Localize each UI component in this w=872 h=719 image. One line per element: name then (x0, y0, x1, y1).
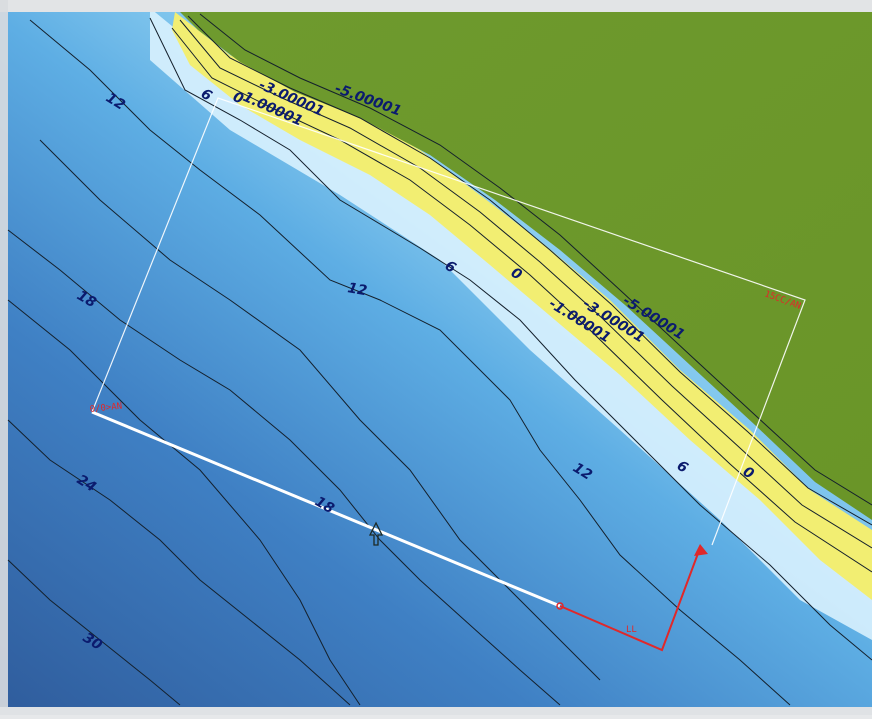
contour-30 (7, 559, 181, 706)
domain-boundary (91, 97, 806, 546)
contour-label-12: 12 (346, 280, 368, 299)
land-area (180, 12, 872, 520)
beach-band (172, 12, 872, 600)
contour-12 (29, 19, 791, 706)
contour-extra-a (39, 139, 601, 681)
contour-24 (7, 419, 351, 706)
domain-base-line (91, 410, 561, 608)
north-arrow-icon (368, 521, 384, 546)
axis-arrowhead (694, 544, 708, 556)
axis-branch (661, 574, 691, 651)
origin-label: 0/0>AN (89, 402, 122, 415)
axis-origin-dot (556, 602, 564, 610)
left-strip (0, 0, 8, 715)
bottom-strip (0, 707, 872, 715)
contour-m5 (199, 13, 872, 506)
contour-m1 (179, 19, 872, 549)
contour-extra-b (7, 299, 361, 706)
axis-label: LL (626, 625, 637, 635)
contour-18 (7, 229, 561, 706)
top-strip (0, 0, 872, 12)
contour-6 (149, 17, 872, 661)
contour-0 (171, 27, 872, 573)
shallow-band (150, 8, 872, 640)
contour-m3 (187, 15, 872, 526)
